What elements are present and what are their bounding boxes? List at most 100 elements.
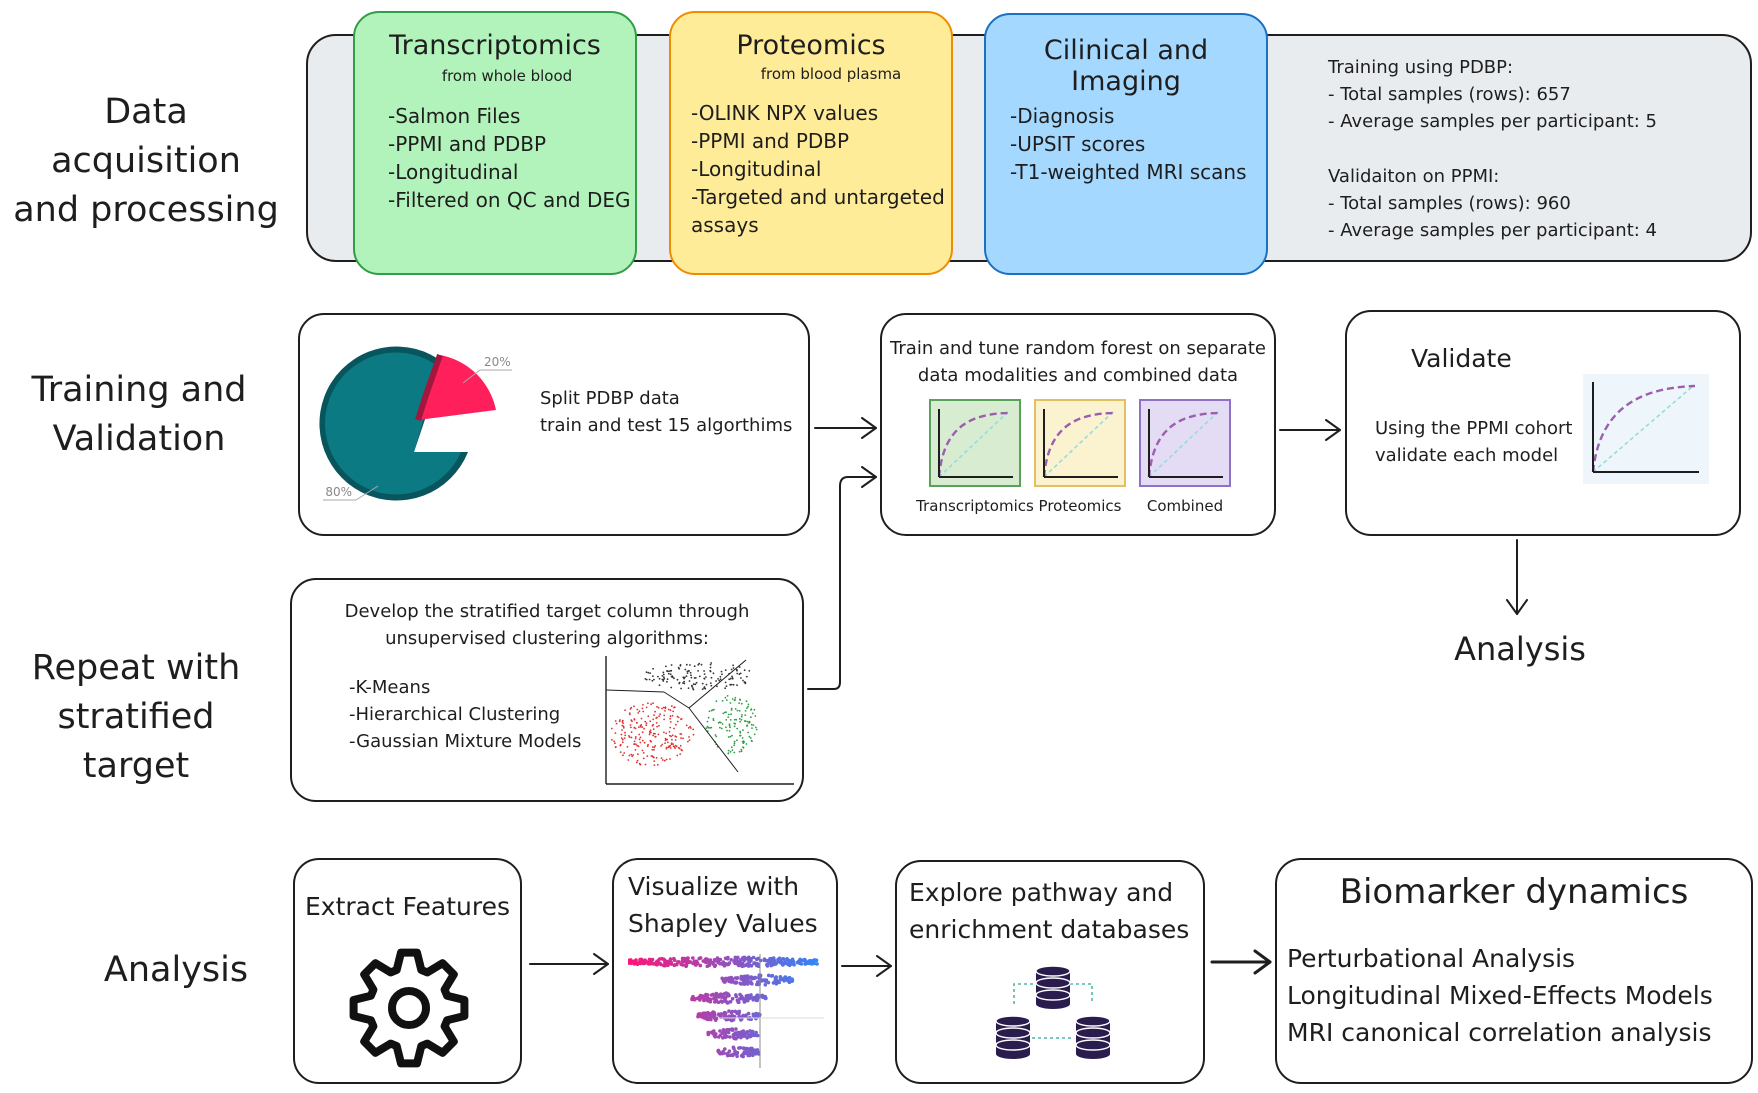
shap-point [736,955,740,960]
transcriptomics-subtitle: from whole blood [441,67,573,85]
cluster-point [747,703,750,706]
cluster-point [652,732,655,735]
cluster-point [666,738,669,741]
cluster-point [718,679,721,682]
cluster-point [709,666,712,669]
biomarker-dynamics-items: Perturbational Analysis Longitudinal Mix… [1287,944,1713,1047]
shap-point [748,1034,753,1039]
roc-panel-combined [1139,399,1231,487]
cluster-point [673,706,675,709]
cluster-point [649,720,652,723]
cluster-point [643,741,646,744]
database-network-icon [995,965,1111,1059]
cluster-point [654,732,656,735]
cluster-point [653,764,656,766]
cluster-point [731,675,733,678]
cluster-point [724,669,727,671]
cluster-point [705,727,708,729]
cluster-point [644,720,647,723]
cluster-point [663,676,665,679]
shap-point [726,1051,730,1056]
cluster-point [670,743,673,746]
cluster-point [730,709,733,711]
cluster-point [633,718,636,720]
cluster-point [692,683,695,686]
cluster-point [703,673,706,675]
cluster-point [742,742,745,745]
cluster-point [738,709,741,712]
shap-point [722,999,727,1003]
cluster-point [643,727,645,730]
cluster-point [740,748,743,751]
cluster-point [733,718,736,721]
cluster-point [610,727,613,730]
cluster-point [729,726,731,729]
cluster-point [655,722,658,724]
cluster-point [673,746,676,748]
cluster-point [666,670,668,672]
shap-point [717,995,721,999]
cluster-point [753,708,756,711]
cluster-point [611,739,613,741]
shap-point [654,961,659,965]
stage-label-training: Training and Validation [31,370,247,459]
cluster-point [682,676,685,679]
cluster-point [670,686,673,689]
shap-point [707,961,711,966]
cluster-point [739,732,742,734]
cluster-point [619,744,622,747]
shap-point [749,956,753,961]
cluster-point [633,740,636,743]
cluster-point [706,720,709,723]
cluster-point [619,751,622,753]
cluster-point [656,763,659,766]
cluster-point [624,709,626,711]
cluster-point [710,676,713,679]
shap-point [798,957,802,962]
cluster-point [666,678,669,681]
cluster-point [624,734,627,737]
cluster-point [676,715,679,718]
cluster-point [624,731,626,734]
cluster-point [728,678,731,681]
cluster-point [627,735,630,737]
cluster-point [731,698,734,700]
cluster-point [719,721,722,724]
cluster-point [629,708,632,710]
cluster-point [614,746,617,749]
cluster-point [671,714,674,717]
cluster-point [665,665,667,668]
shap-point [785,958,789,962]
shap-point [673,963,677,967]
cluster-point [659,713,661,716]
cluster-point [657,733,660,736]
shap-point [743,1046,748,1051]
shap-point [706,1032,711,1037]
cluster-point [689,725,691,728]
cluster-point [725,719,728,721]
cluster-point [727,736,730,738]
cluster-point [748,721,751,723]
cluster-point [675,736,678,738]
shap-point [690,997,694,1002]
cluster-point [733,740,736,743]
clinical-imaging-card: Cilinical and Imaging -Diagnosis -UPSIT … [984,13,1268,275]
cluster-point [636,744,639,747]
shap-point [722,995,727,1000]
cluster-point [719,675,722,678]
cluster-point [652,718,655,721]
cluster-point [705,683,708,686]
cluster-point [690,674,692,677]
shap-point [762,958,767,963]
cluster-point [674,739,677,741]
cluster-point [747,731,749,734]
cluster-point [630,719,633,721]
cluster-point [688,736,690,738]
cluster-point [697,670,699,672]
cluster-point [645,724,648,727]
cluster-point [738,666,741,668]
cluster-point [703,677,706,680]
cluster-point [700,663,703,666]
shap-point [730,1027,735,1031]
cluster-point [661,675,664,677]
